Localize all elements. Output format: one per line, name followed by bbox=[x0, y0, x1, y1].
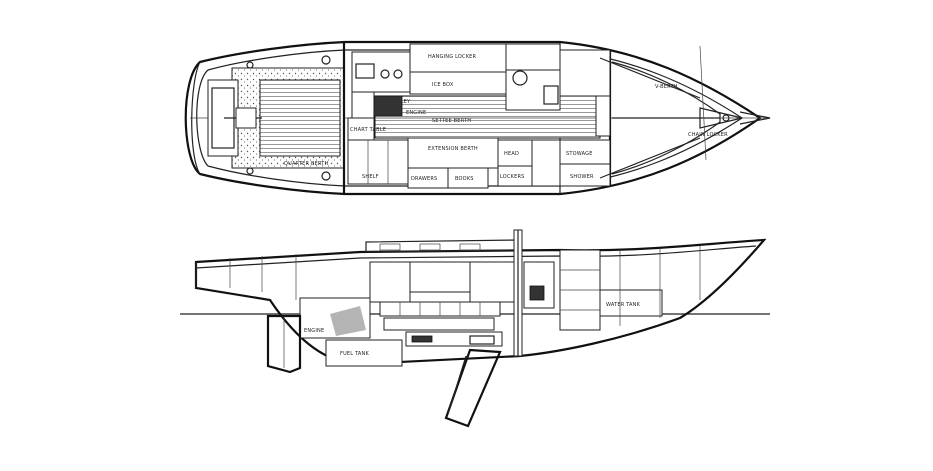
profile-label-fuel: FUEL TANK bbox=[340, 351, 369, 357]
plan-vberth: V-BERTH CHAIN LOCKER bbox=[599, 45, 771, 179]
profile-label-engine: ENGINE bbox=[304, 328, 324, 334]
plan-label-vberth: V-BERTH bbox=[655, 84, 678, 90]
profile-engine: ENGINE bbox=[299, 297, 371, 339]
plan-label-settee: EXTENSION BERTH bbox=[428, 146, 478, 152]
profile-fuel-tank bbox=[325, 339, 403, 367]
plan-saloon-sole bbox=[374, 95, 601, 139]
plan-label-stowage: STOWAGE bbox=[566, 151, 593, 157]
plan-engine-box bbox=[373, 95, 403, 117]
profile-label-water: WATER TANK bbox=[606, 302, 641, 308]
profile-hull-outline bbox=[194, 238, 767, 366]
profile-rudder bbox=[266, 314, 302, 374]
profile-view: WATER TANK ENGINE FUEL TANK bbox=[180, 229, 770, 428]
plan-label-engine: ENGINE bbox=[406, 110, 426, 116]
plan-label-settee-berth: SETTEE BERTH bbox=[432, 118, 471, 124]
plan-label-quarter: QUARTER BERTH bbox=[284, 161, 329, 167]
plan-label-hanging-locker: HANGING LOCKER bbox=[428, 54, 477, 60]
plan-label-lockers: LOCKERS bbox=[500, 174, 525, 180]
plan-label-drawers: DRAWERS bbox=[411, 176, 437, 182]
plan-label-head: HEAD bbox=[504, 151, 519, 157]
profile-interior: WATER TANK bbox=[369, 246, 701, 331]
plan-label-icebox: ICE BOX bbox=[432, 82, 454, 88]
plan-head-area: HEAD LOCKERS STOWAGE SHOWER bbox=[497, 49, 611, 187]
plan-label-chart: CHART TABLE bbox=[350, 127, 386, 133]
plan-upper-cabinets: HANGING LOCKER ICE BOX bbox=[409, 43, 561, 111]
plan-cockpit bbox=[207, 55, 345, 181]
plan-label-shelf: SHELF bbox=[362, 174, 379, 180]
plan-label-chain: CHAIN LOCKER bbox=[688, 132, 728, 138]
plan-nav-area: CHART TABLE SHELF bbox=[347, 117, 409, 185]
plan-view: GALLEY HANGING LOCKER ICE BOX EXTENSION … bbox=[184, 40, 771, 196]
plan-label-books: BOOKS bbox=[455, 176, 474, 182]
plan-label-shower: SHOWER bbox=[570, 174, 594, 180]
profile-keel bbox=[444, 348, 502, 428]
